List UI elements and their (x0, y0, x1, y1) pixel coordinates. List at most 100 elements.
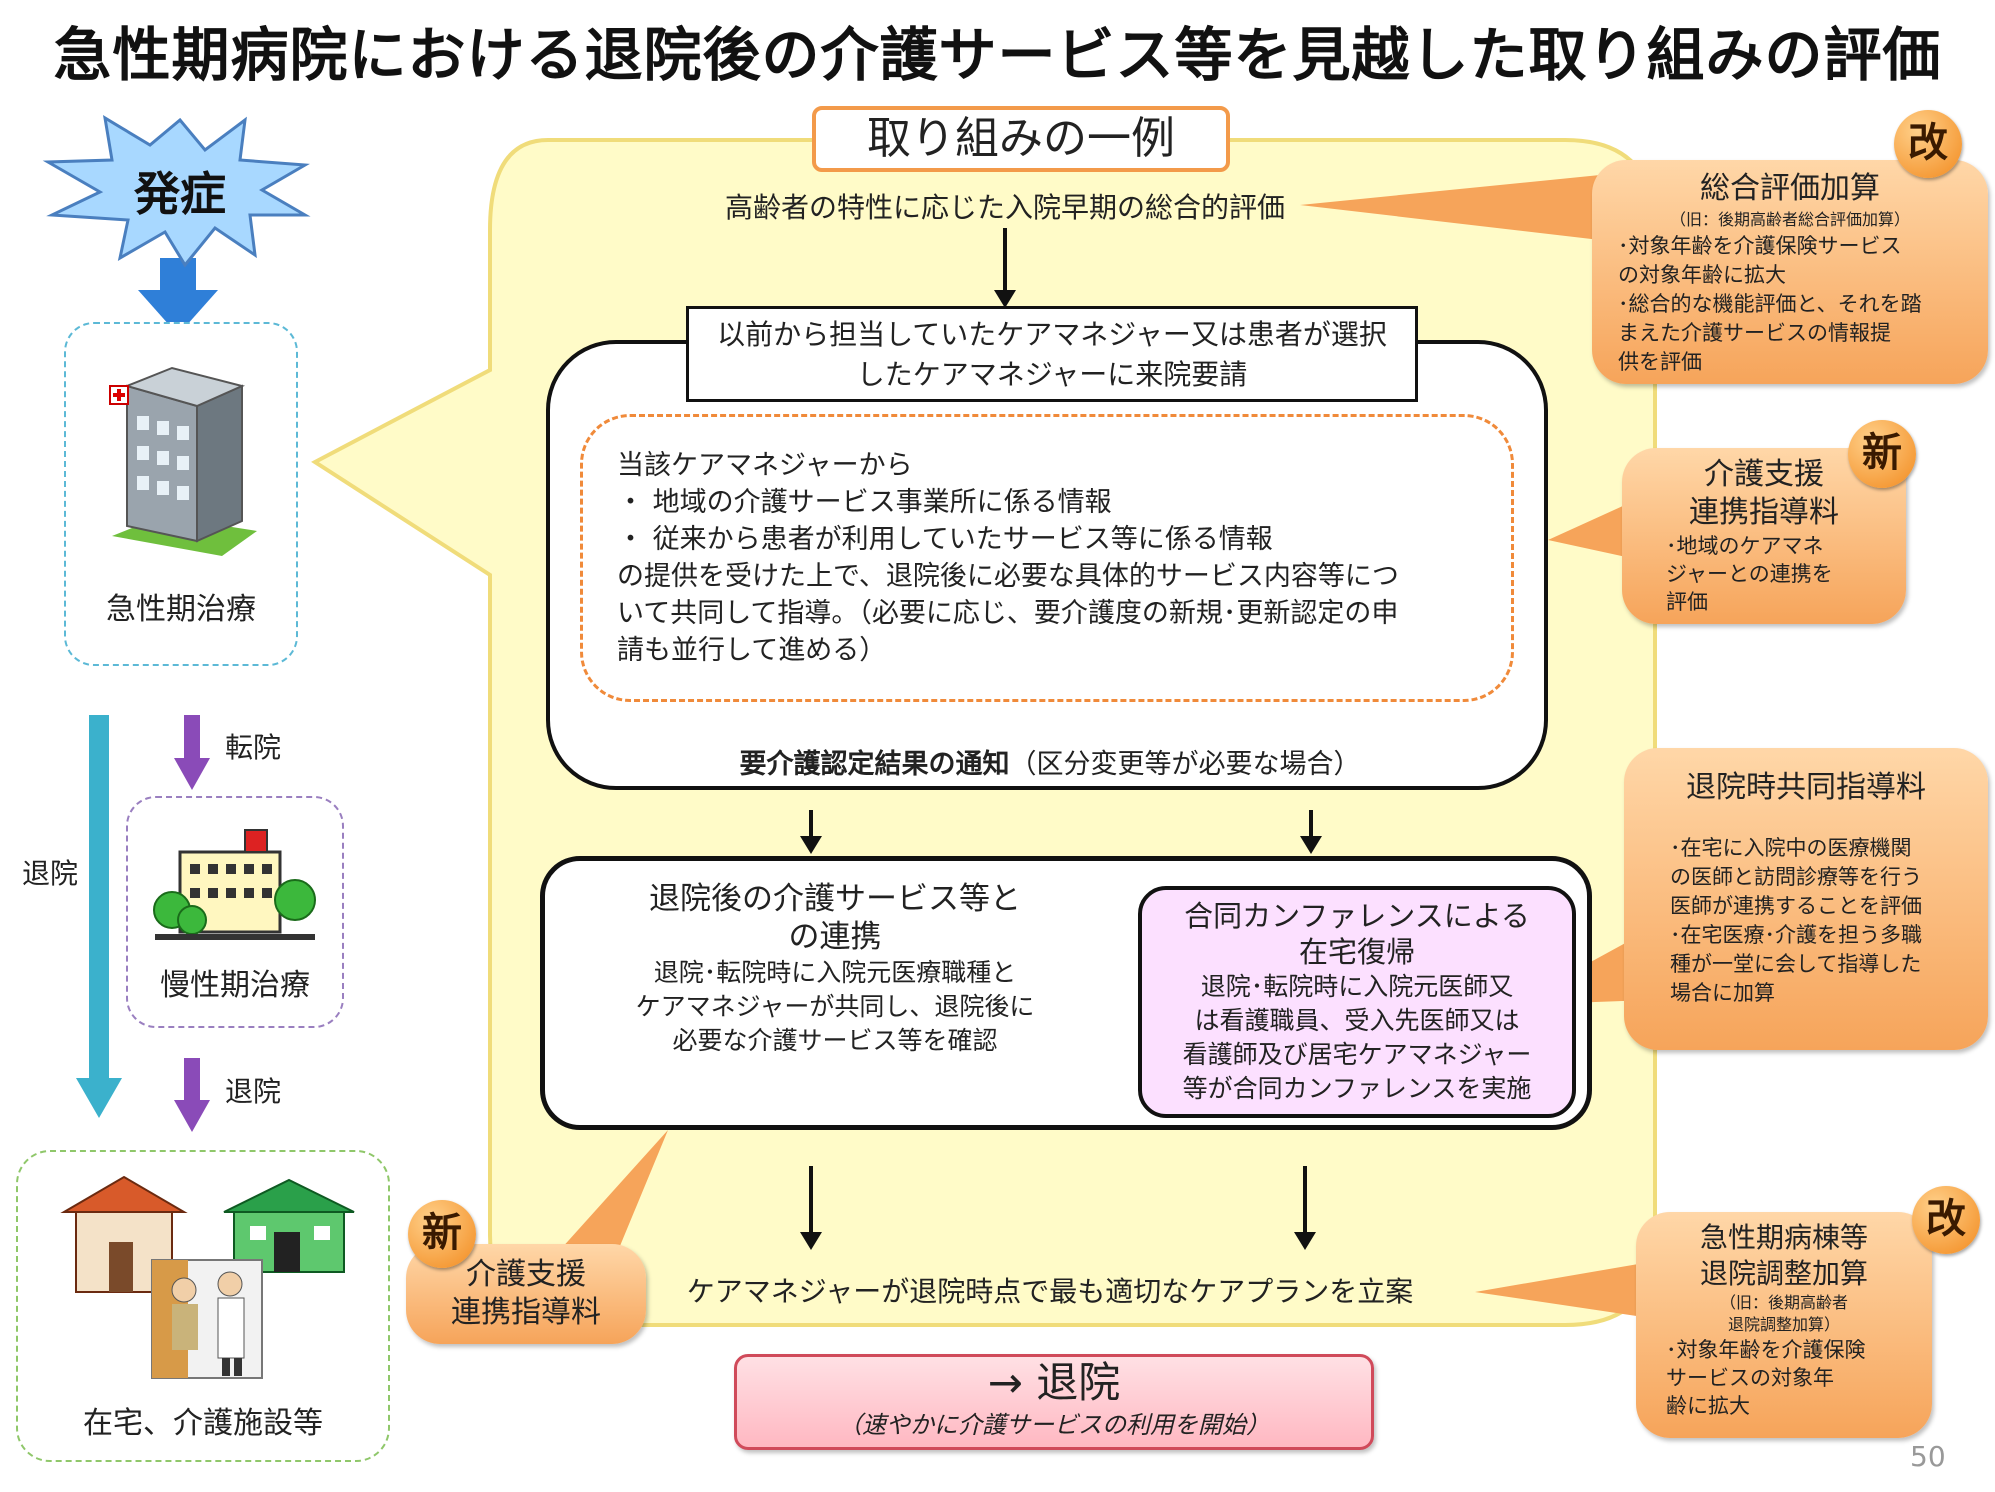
coop-title-1: 退院後の介護サービス等と (649, 881, 1021, 917)
kyuseiki-title-2: 退院調整加算 (1699, 1257, 1868, 1290)
kaigo-line: ･地域のケアマネ (1666, 534, 1824, 558)
kaigo-line: ジャーとの連携を (1666, 562, 1833, 586)
page-title: 急性期病院における退院後の介護サービス等を見越した取り組みの評価 (53, 21, 1942, 89)
discharge-arrow-head (76, 1078, 122, 1118)
discharge-main: → 退院 (987, 1358, 1121, 1407)
callout-kaigo-shien-2: 介護支援 連携指導料 (406, 1244, 646, 1344)
chronic-hospital-icon (153, 829, 316, 940)
home-care-label: 在宅、介護施設等 (83, 1406, 323, 1441)
request-line-1: 以前から担当していたケアマネジャー又は患者が選択 (717, 318, 1387, 351)
conf-title-1: 合同カンファレンスによる (1184, 899, 1530, 933)
kaigo2-title-1: 介護支援 (466, 1257, 586, 1292)
kyodo-line: の医師と訪問診療等を行う (1670, 865, 1922, 889)
kaigo-title-1: 介護支援 (1704, 457, 1824, 492)
discharge-sub: （速やかに介護サービスの利用を開始） (838, 1411, 1270, 1439)
home-icon (60, 1175, 355, 1379)
kyuseiki-line: ･対象年齢を介護保険 (1666, 1338, 1866, 1362)
info-line: ・ 従来から患者が利用していたサービス等に係る情報 (617, 524, 1273, 555)
careplan-arrow-2 (1294, 1166, 1316, 1250)
kyodo-line: ･在宅に入院中の医療機関 (1670, 836, 1912, 860)
step1-arrow (994, 228, 1016, 308)
discharge-arrow2-head (174, 1100, 210, 1132)
transfer-arrow-head (174, 758, 210, 790)
discharge-side-label: 退院 (22, 857, 79, 890)
conf-body: 等が合同カンファレンスを実施 (1182, 1074, 1532, 1103)
kyodo-line: 医師が連携することを評価 (1670, 894, 1922, 918)
request-line-2: したケアマネジャーに来院要請 (856, 358, 1248, 391)
kaigo-title-2: 連携指導料 (1689, 495, 1839, 530)
info-box: 当該ケアマネジャーから ・ 地域の介護サービス事業所に係る情報 ・ 従来から患者… (580, 414, 1514, 702)
acute-care-label: 急性期治療 (106, 592, 256, 627)
conf-body: 看護師及び居宅ケアマネジャー (1182, 1040, 1532, 1069)
sogo-line: 供を評価 (1618, 350, 1702, 374)
kaigo2-title-2: 連携指導料 (451, 1295, 601, 1330)
discharge-label-2: 退院 (225, 1075, 282, 1108)
careplan-text: ケアマネジャーが退院時点で最も適切なケアプランを立案 (686, 1275, 1414, 1308)
kyodo-line: ･在宅医療･介護を担う多職 (1670, 923, 1922, 947)
conference-box: 合同カンファレンスによる 在宅復帰 退院･転院時に入院元医師又 は看護職員、受入… (1138, 886, 1576, 1118)
callout-tail-kaigo (1548, 505, 1640, 560)
hospital-icon (109, 366, 257, 556)
notification-rest: （区分変更等が必要な場合） (1009, 749, 1361, 780)
onset-arrow-head (138, 290, 218, 335)
coop-body: 退院･転院時に入院元医療職種と (653, 958, 1017, 987)
badge-shin-2: 新 (408, 1200, 476, 1268)
acute-care-box: 急性期治療 (64, 322, 298, 666)
chronic-care-label: 慢性期治療 (160, 968, 310, 1003)
kaigo-line: 評価 (1666, 590, 1708, 614)
transfer-label: 転院 (225, 731, 282, 764)
info-line: 請も並行して進める） (617, 635, 887, 666)
conf-arrow (1300, 810, 1322, 854)
kyuseiki-sub-1: （旧：後期高齢者 (1719, 1293, 1848, 1312)
info-line: 当該ケアマネジャーから (617, 450, 913, 481)
coop-title-2: の連携 (788, 919, 882, 955)
onset-label: 発症 (134, 167, 226, 221)
callout-taiin-kyodo: 退院時共同指導料 ･在宅に入院中の医療機関 の医師と訪問診療等を行う 医師が連携… (1624, 748, 1988, 1050)
coop-body: 必要な介護サービス等を確認 (672, 1026, 998, 1055)
onset-starburst (42, 115, 311, 268)
request-box: 以前から担当していたケアマネジャー又は患者が選択 したケアマネジャーに来院要請 (686, 306, 1418, 402)
conf-body: 退院･転院時に入院元医師又 (1200, 972, 1514, 1001)
coop-box: 退院後の介護サービス等と の連携 退院･転院時に入院元医療職種と ケアマネジャー… (570, 880, 1100, 1110)
callout-sogo: 総合評価加算 （旧：後期高齢者総合評価加算） ･対象年齢を介護保険サービス の対… (1592, 160, 1988, 384)
discharge-arrow2-shaft (184, 1058, 200, 1103)
badge-kai-1: 改 (1894, 110, 1962, 178)
kyuseiki-line: 齢に拡大 (1666, 1394, 1750, 1418)
kyodo-line: 場合に加算 (1670, 981, 1775, 1005)
step1-text: 高齢者の特性に応じた入院早期の総合的評価 (724, 191, 1285, 224)
transfer-arrow-shaft (184, 715, 200, 760)
careplan-arrow-1 (800, 1166, 822, 1250)
sogo-line: ･総合的な機能評価と、それを踏 (1618, 292, 1922, 316)
kyodo-title: 退院時共同指導料 (1686, 770, 1926, 805)
sogo-line: まえた介護サービスの情報提 (1618, 321, 1891, 345)
callout-tail-kaigo2 (560, 1130, 668, 1258)
example-title-box: 取り組みの一例 (812, 106, 1230, 172)
notification-bold: 要介護認定結果の通知 (739, 749, 1010, 780)
notification-text: 要介護認定結果の通知（区分変更等が必要な場合） (620, 742, 1480, 781)
info-line: の提供を受けた上で、退院後に必要な具体的サービス内容等につ (617, 561, 1399, 592)
discharge-arrow-shaft (89, 715, 109, 1080)
discharge-box: → 退院 （速やかに介護サービスの利用を開始） (734, 1354, 1374, 1450)
onset-arrow-shaft (160, 258, 196, 292)
callout-tail-kyuseiki (1475, 1262, 1650, 1318)
sogo-line: ･対象年齢を介護保険サービス (1618, 234, 1902, 258)
kyuseiki-title-1: 急性期病棟等 (1699, 1221, 1868, 1254)
chronic-care-box: 慢性期治療 (126, 796, 344, 1028)
kyuseiki-line: サービスの対象年 (1666, 1366, 1834, 1390)
sogo-title: 総合評価加算 (1700, 171, 1880, 206)
page-number: 50 (1910, 1440, 1946, 1473)
sogo-sub: （旧：後期高齢者総合評価加算） (1669, 210, 1910, 229)
sogo-line: の対象年齢に拡大 (1618, 263, 1786, 287)
badge-kai-2: 改 (1912, 1186, 1980, 1254)
badge-shin-1: 新 (1848, 420, 1916, 488)
callout-tail-sogo (1300, 175, 1600, 240)
coop-arrow (800, 810, 822, 854)
kyodo-line: 種が一堂に会して指導した (1670, 952, 1922, 976)
info-line: ・ 地域の介護サービス事業所に係る情報 (617, 487, 1112, 518)
kyuseiki-sub-2: 退院調整加算） (1727, 1315, 1840, 1334)
example-title: 取り組みの一例 (867, 113, 1175, 164)
conf-body: は看護職員、受入先医師又は (1194, 1006, 1520, 1035)
info-line: いて共同して指導。（必要に応じ、要介護度の新規･更新認定の申 (617, 598, 1399, 629)
coop-body: ケアマネジャーが共同し、退院後に (635, 992, 1035, 1021)
conf-title-2: 在宅復帰 (1298, 935, 1415, 969)
